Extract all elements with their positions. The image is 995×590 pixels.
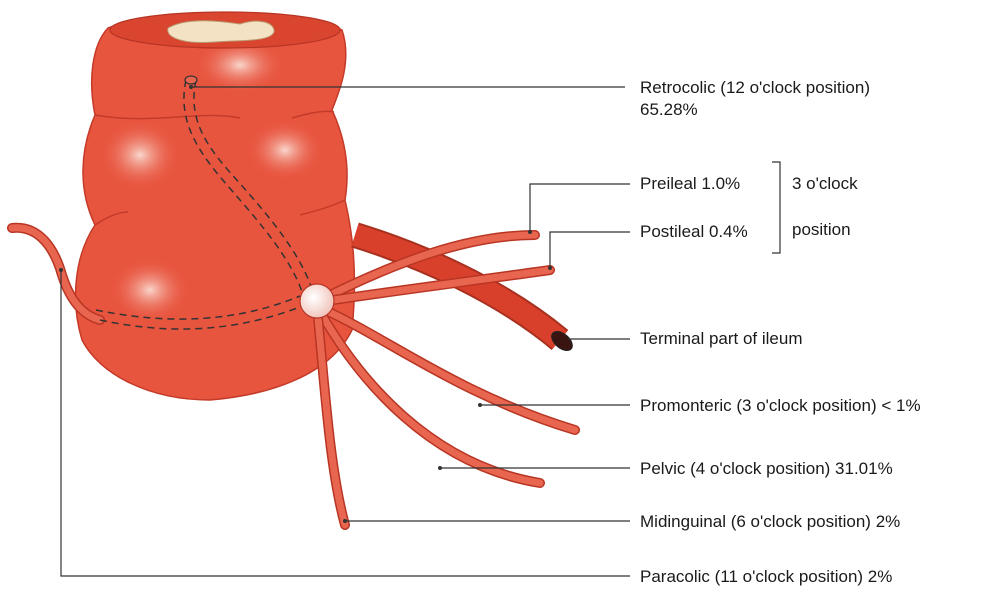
postileal-label: Postileal 0.4%: [640, 222, 748, 242]
midinguinal-label: Midinguinal (6 o'clock position) 2%: [640, 512, 900, 532]
three-oclock-label: 3 o'clock: [792, 174, 858, 194]
caecum: [76, 13, 355, 400]
pelvic-label: Pelvic (4 o'clock position) 31.01%: [640, 459, 893, 479]
position-label: position: [792, 220, 851, 240]
paracolic-label: Paracolic (11 o'clock position) 2%: [640, 567, 892, 587]
promonteric-label: Promonteric (3 o'clock position) < 1%: [640, 396, 921, 416]
terminal-ileum-label: Terminal part of ileum: [640, 329, 803, 349]
retrocolic-percent: 65.28%: [640, 100, 698, 120]
preileal-label: Preileal 1.0%: [640, 174, 740, 194]
caecum-cut-end: [110, 12, 340, 48]
appendix-base: [300, 284, 334, 318]
retrocolic-label: Retrocolic (12 o'clock position): [640, 78, 870, 98]
